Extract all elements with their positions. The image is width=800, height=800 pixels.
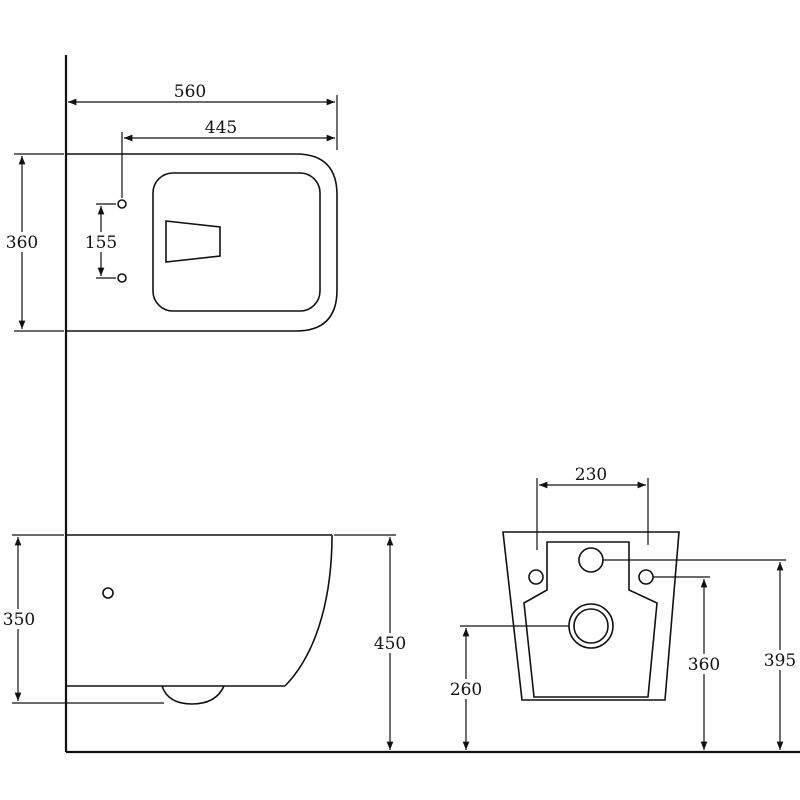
dim-label-450: 450 (374, 634, 406, 654)
top-view-outer (66, 153, 338, 332)
dim-label-560: 560 (174, 82, 206, 102)
dim-label-230: 230 (575, 465, 607, 485)
top-bolt-hole-upper (117, 199, 127, 209)
rear-inlet (578, 547, 604, 573)
rear-view: 230 260 360 395 (447, 464, 799, 750)
dim-label-350: 350 (3, 610, 35, 630)
rear-bolt-hole-left (528, 569, 544, 585)
rear-inner (523, 541, 658, 698)
top-bolt-hole-lower (117, 273, 127, 283)
dim-label-360-bolt: 360 (688, 655, 720, 675)
side-foot (161, 685, 225, 705)
side-view: 350 450 (0, 534, 409, 750)
top-view-bowl (152, 172, 321, 312)
dim-label-155: 155 (85, 233, 117, 253)
dim-label-360-depth: 360 (6, 233, 38, 253)
rear-outer (502, 531, 680, 701)
top-view: 560 445 360 155 (3, 80, 338, 332)
rear-bolt-hole-right (638, 569, 654, 585)
rear-waste-inner (573, 608, 609, 644)
dim-label-445: 445 (205, 118, 237, 138)
side-front-curve (284, 534, 333, 687)
dim-label-260: 260 (450, 680, 482, 700)
top-view-outlet (165, 220, 221, 263)
rear-waste-outer (568, 603, 614, 649)
dim-label-395: 395 (764, 651, 796, 671)
side-fixing-hole (102, 587, 114, 599)
